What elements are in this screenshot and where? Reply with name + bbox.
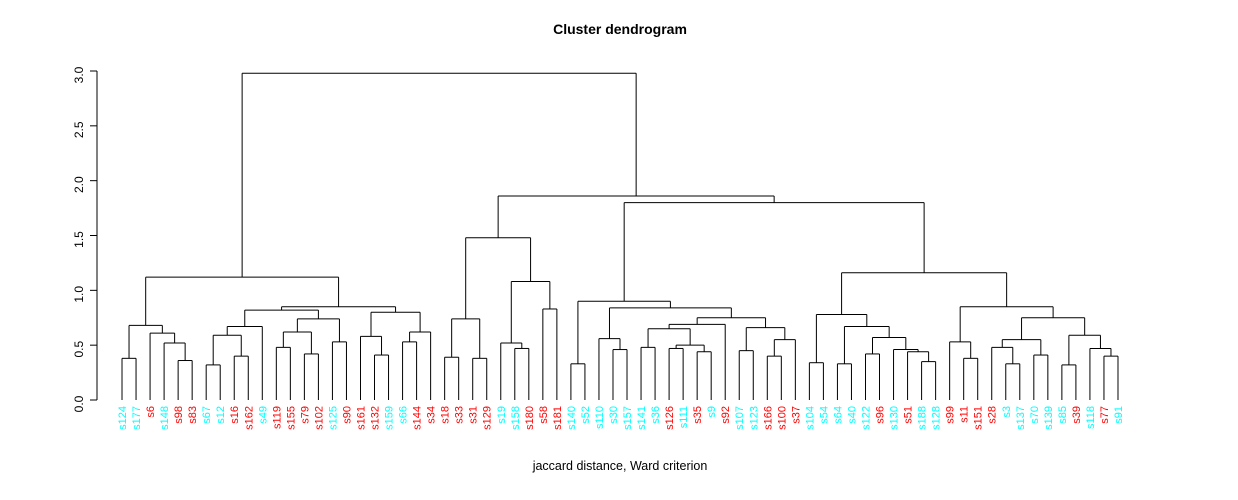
leaf-label-s155: s155 [285,406,297,430]
leaf-label-s54: s54 [818,406,830,424]
leaf-label-s33: s33 [454,406,466,424]
leaf-label-s83: s83 [187,406,199,424]
leaf-label-s148: s148 [159,406,171,430]
x-axis-caption: jaccard distance, Ward criterion [532,459,708,473]
leaf-label-s90: s90 [341,406,353,424]
leaf-label-s159: s159 [384,406,396,430]
leaf-label-s92: s92 [720,406,732,424]
leaf-label-s58: s58 [538,406,550,424]
leaf-label-s36: s36 [650,406,662,424]
leaf-label-s119: s119 [271,406,283,429]
leaf-label-s6: s6 [145,406,157,418]
leaf-label-s104: s104 [804,406,816,430]
leaf-label-s118: s118 [1085,406,1097,429]
leaf-label-s180: s180 [524,406,536,430]
leaf-label-s130: s130 [889,406,901,430]
leaf-label-s34: s34 [426,406,438,424]
leaf-label-s188: s188 [917,406,929,430]
leaf-label-s161: s161 [355,406,367,430]
leaf-label-s28: s28 [987,406,999,424]
leaf-label-s16: s16 [229,406,241,424]
leaf-label-s141: s141 [636,406,648,430]
leaf-label-s37: s37 [790,406,802,424]
leaf-label-s96: s96 [875,406,887,424]
leaf-label-s79: s79 [299,406,311,424]
leaf-label-s162: s162 [243,406,255,430]
leaf-label-s91: s91 [1113,406,1125,424]
leaf-label-s66: s66 [398,406,410,424]
y-tick-label: 1.5 [72,231,86,248]
leaf-label-s122: s122 [860,406,872,430]
leaf-label-s132: s132 [370,406,382,430]
leaf-label-s64: s64 [832,406,844,424]
leaf-label-s49: s49 [257,406,269,424]
leaf-label-s70: s70 [1029,406,1041,424]
leaf-label-s124: s124 [117,406,129,430]
leaf-label-s31: s31 [468,406,480,424]
leaf-label-s111: s111 [678,406,690,428]
leaf-label-s77: s77 [1099,406,1111,424]
y-tick-label: 3.0 [72,66,86,83]
leaf-label-s19: s19 [496,406,508,424]
y-tick-label: 2.5 [72,121,86,138]
leaf-label-s39: s39 [1071,406,1083,424]
leaf-label-s144: s144 [412,406,424,430]
leaf-label-s98: s98 [173,406,185,424]
leaf-label-s52: s52 [580,406,592,424]
leaf-label-s129: s129 [482,406,494,430]
leaf-label-s11: s11 [959,406,971,423]
chart-title: Cluster dendrogram [553,21,687,37]
leaf-label-s40: s40 [846,406,858,424]
leaf-label-s85: s85 [1057,406,1069,424]
leaf-label-s158: s158 [510,406,522,430]
leaf-label-s123: s123 [748,406,760,430]
leaf-label-s107: s107 [734,406,746,430]
leaf-label-s177: s177 [131,406,143,430]
leaf-label-s128: s128 [931,406,943,430]
leaf-label-s51: s51 [903,406,915,424]
leaf-label-s102: s102 [313,406,325,430]
leaf-label-s3: s3 [1001,406,1013,418]
y-tick-label: 0.0 [72,395,86,412]
leaf-label-s18: s18 [440,406,452,424]
leaf-label-s9: s9 [706,406,718,418]
y-tick-label: 1.0 [72,286,86,303]
leaf-label-s126: s126 [664,406,676,430]
leaf-label-s166: s166 [762,406,774,430]
leaf-label-s67: s67 [201,406,213,424]
leaf-label-s181: s181 [552,406,564,430]
y-tick-label: 0.5 [72,341,86,358]
leaf-label-s30: s30 [608,406,620,424]
leaf-label-s137: s137 [1015,406,1027,430]
leaf-label-s100: s100 [776,406,788,430]
leaf-label-s151: s151 [973,406,985,430]
leaf-label-s12: s12 [215,406,227,424]
leaf-label-s157: s157 [622,406,634,430]
leaf-label-s125: s125 [327,406,339,430]
leaf-label-s140: s140 [566,406,578,430]
leaf-label-s99: s99 [945,406,957,424]
y-tick-label: 2.0 [72,176,86,193]
leaf-label-s110: s110 [594,406,606,429]
leaf-label-s139: s139 [1043,406,1055,430]
leaf-label-s35: s35 [692,406,704,424]
